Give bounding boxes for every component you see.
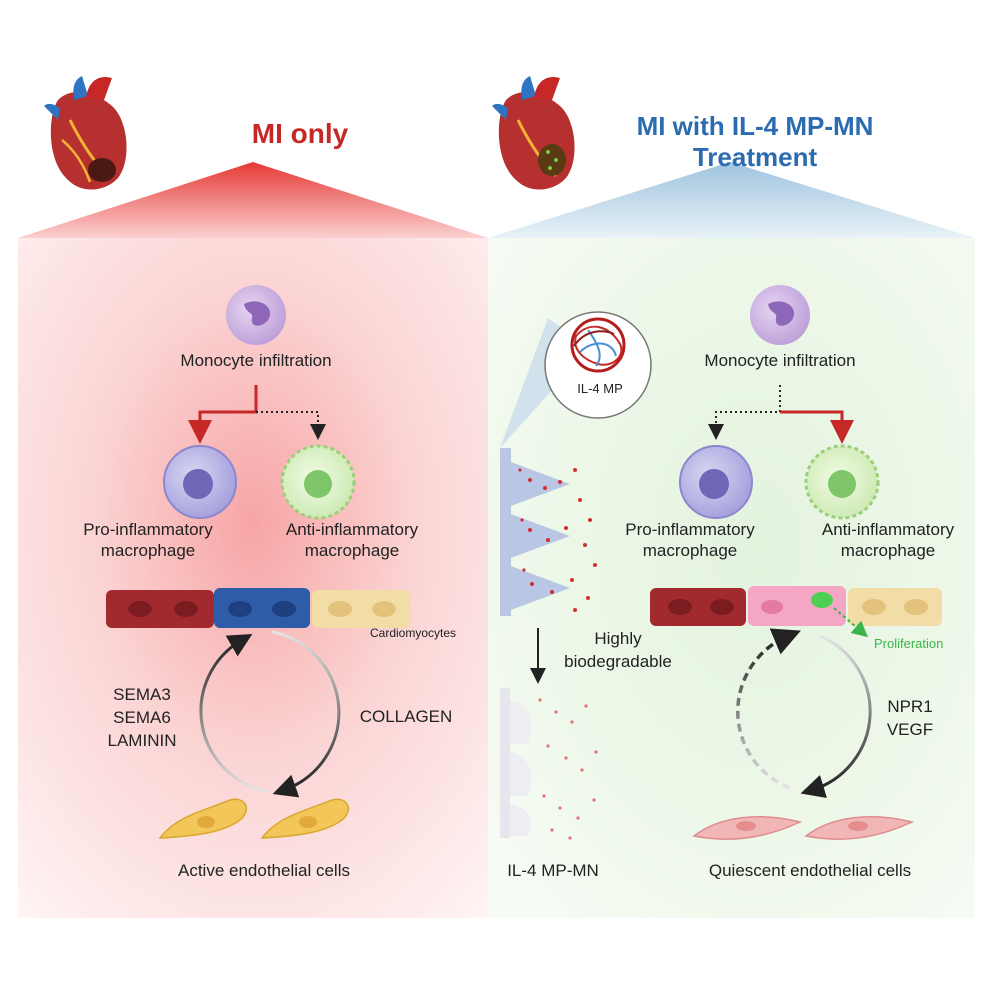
- right-endothelial-cells: [692, 815, 915, 840]
- left-cycle-arrow-up: [199, 633, 271, 794]
- right-pro-label-2: macrophage: [643, 541, 738, 560]
- left-arrow-to-pro: [188, 385, 258, 444]
- left-anti-label-2: macrophage: [305, 541, 400, 560]
- right-cycle-arrow-up: [736, 628, 801, 790]
- left-panel: [18, 162, 488, 918]
- right-arrow-to-pro: [708, 385, 781, 440]
- right-pro-label-1: Pro-inflammatory: [625, 520, 755, 539]
- left-cycle: [199, 630, 341, 798]
- proliferation-arrow: [833, 607, 869, 638]
- proliferation-label: Proliferation: [874, 636, 943, 651]
- left-monocyte-label: Monocyte infiltration: [180, 351, 331, 370]
- left-cardiomyocytes-label: Cardiomyocytes: [370, 626, 456, 640]
- right-endothelial-label: Quiescent endothelial cells: [709, 861, 911, 880]
- heart-treated-icon: [492, 76, 575, 190]
- right-arrow-to-anti: [780, 410, 854, 444]
- right-anti-label-1: Anti-inflammatory: [822, 520, 955, 539]
- microneedle-intact: [500, 448, 597, 616]
- left-cycle-label-1: SEMA3: [113, 685, 171, 704]
- left-pro-label-1: Pro-inflammatory: [83, 520, 213, 539]
- right-cardiomyocytes: [650, 586, 942, 626]
- right-title-line2: Treatment: [693, 142, 818, 172]
- left-panel-roof: [18, 162, 488, 238]
- degrade-label-1: Highly: [594, 629, 642, 648]
- right-monocyte-label: Monocyte infiltration: [704, 351, 855, 370]
- heart-mi-icon: [44, 76, 127, 190]
- mp-label: IL-4 MP: [577, 381, 623, 396]
- left-endothelial-cells: [158, 798, 350, 839]
- degrade-label-2: biodegradable: [564, 652, 672, 671]
- left-pro-macrophage: [163, 445, 237, 519]
- right-monocyte-cell: [750, 285, 810, 345]
- right-pro-macrophage: [679, 445, 753, 519]
- left-title: MI only: [252, 118, 349, 149]
- right-panel-roof: [488, 162, 975, 238]
- left-arrow-to-anti: [256, 411, 326, 440]
- right-panel: [488, 162, 975, 918]
- right-anti-label-2: macrophage: [841, 541, 936, 560]
- right-anti-macrophage: [804, 444, 880, 520]
- left-cycle-label-collagen: COLLAGEN: [360, 707, 453, 726]
- left-endothelial-label: Active endothelial cells: [178, 861, 350, 880]
- microneedle-degraded: [500, 688, 598, 840]
- right-cycle-label-2: VEGF: [887, 720, 933, 739]
- left-panel-body: [18, 238, 488, 918]
- left-anti-macrophage: [280, 444, 356, 520]
- left-cycle-label-2: SEMA6: [113, 708, 171, 727]
- left-monocyte-cell: [226, 285, 286, 345]
- right-cycle-label-1: NPR1: [887, 697, 932, 716]
- left-cardiomyocytes: [106, 588, 410, 628]
- mp-zoom-callout: [500, 311, 652, 448]
- right-title-line1: MI with IL-4 MP-MN: [637, 111, 874, 141]
- mn-label: IL-4 MP-MN: [507, 861, 599, 880]
- right-cycle: [736, 628, 872, 798]
- left-pro-label-2: macrophage: [101, 541, 196, 560]
- left-anti-label-1: Anti-inflammatory: [286, 520, 419, 539]
- right-cycle-arrow-down: [800, 634, 872, 798]
- left-cycle-label-3: LAMININ: [108, 731, 177, 750]
- left-cycle-arrow-down: [271, 630, 341, 798]
